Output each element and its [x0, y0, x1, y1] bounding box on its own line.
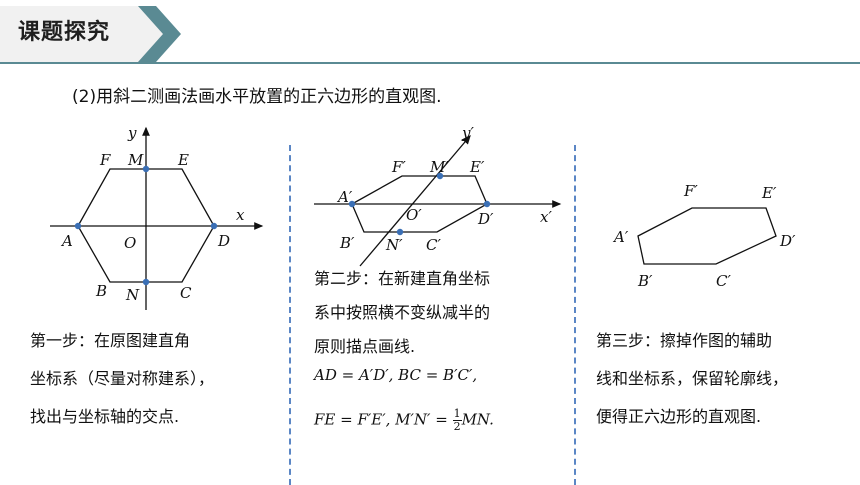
task-statement: (2)用斜二测画法画水平放置的正六边形的直观图.	[72, 87, 442, 107]
label-a-final: A′	[612, 228, 629, 246]
step-one-line: 找出与坐标轴的交点.	[30, 407, 180, 426]
point-a-prime	[348, 200, 356, 208]
equation-two-suffix: MN.	[461, 410, 494, 429]
label-d-final: D′	[779, 232, 796, 250]
step-three: 第三步：擦掉作图的辅助 线和坐标系，保留轮廓线， 便得正六边形的直观图.	[596, 322, 788, 436]
step-two: 第二步：在新建直角坐标 系中按照横不变纵减半的 原则描点画线.	[314, 262, 574, 364]
label-c-final: C′	[716, 272, 731, 290]
label-y: y	[127, 124, 137, 142]
label-e: E	[177, 151, 189, 169]
step-three-line: 第三步：擦掉作图的辅助	[596, 331, 773, 350]
equation-two-prefix: FE = F′E′, M′N′ =	[314, 410, 453, 429]
label-x: x	[236, 206, 245, 224]
column-divider-left	[289, 145, 291, 485]
label-d-prime: D′	[477, 210, 494, 228]
final-hexagon-outline	[637, 207, 777, 265]
fraction-numerator: 1	[452, 407, 462, 421]
label-d: D	[217, 232, 230, 250]
header-banner	[0, 6, 181, 62]
point-m-prime	[436, 172, 444, 180]
point-d	[210, 222, 218, 230]
point-n-prime	[396, 228, 404, 236]
fraction-denominator: 2	[453, 420, 461, 433]
label-f-prime: F′	[391, 158, 406, 176]
step-one-line: 第一步：在原图建直角	[30, 331, 191, 350]
label-a-prime: A′	[336, 188, 353, 206]
label-a: A	[60, 232, 73, 250]
label-n: N	[125, 286, 140, 304]
step-two-line: 第二步：在新建直角坐标	[314, 269, 491, 288]
label-b: B	[95, 282, 107, 300]
step-one-line: 坐标系（尽量对称建系），	[30, 369, 215, 388]
label-e-final: E′	[761, 184, 777, 202]
point-m	[142, 165, 150, 173]
label-f: F	[99, 151, 111, 169]
step-three-line: 便得正六边形的直观图.	[596, 407, 762, 426]
label-b-prime: B′	[339, 234, 355, 252]
step-one: 第一步：在原图建直角 坐标系（尽量对称建系）， 找出与坐标轴的交点.	[30, 322, 214, 436]
header-bar: 课题探究	[0, 0, 860, 64]
equation-one: AD = A′D′, BC = B′C′,	[314, 366, 478, 384]
label-o-prime: O′	[406, 206, 422, 224]
point-a	[74, 222, 82, 230]
step-two-line: 原则描点画线.	[314, 337, 416, 356]
figure-original-hexagon: y x F M E A O D B N C	[50, 124, 264, 310]
label-o: O	[124, 234, 136, 252]
step-two-line: 系中按照横不变纵减半的	[314, 303, 491, 322]
header-divider	[0, 62, 860, 64]
label-x-prime: x′	[540, 208, 552, 226]
label-m-prime: M′	[429, 158, 449, 176]
figure-final-outline: F′ E′ A′ D′ B′ C′	[612, 182, 796, 290]
column-divider-right	[574, 145, 576, 485]
label-b-final: B′	[637, 272, 653, 290]
step-three-line: 线和坐标系，保留轮廓线，	[596, 369, 789, 388]
figure-oblique-construction: y′ x′ F′ M′ E′ A′ O′ D′ B′ N′ C′	[314, 124, 562, 267]
label-m: M	[127, 151, 144, 169]
label-y-prime: y′	[461, 124, 474, 142]
point-n	[142, 278, 150, 286]
label-c-prime: C′	[426, 236, 441, 254]
point-d-prime	[483, 200, 491, 208]
label-n-prime: N′	[385, 236, 403, 254]
label-c: C	[180, 284, 192, 302]
label-e-prime: E′	[469, 158, 485, 176]
label-f-final: F′	[683, 182, 698, 200]
y-prime-axis	[359, 135, 471, 267]
page-title: 课题探究	[18, 20, 111, 45]
